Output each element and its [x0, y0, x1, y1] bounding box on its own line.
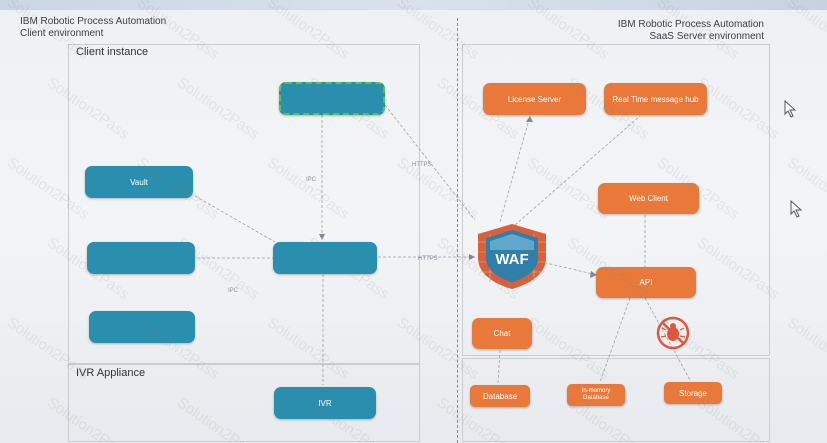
connector-waf-to-license — [499, 115, 531, 223]
edge-label-https-mid: HTTPS — [418, 256, 438, 262]
saas-data-frame — [462, 358, 770, 442]
waf-label: WAF — [495, 251, 528, 268]
ivr-appliance-frame — [68, 364, 420, 442]
arrow-into-license — [526, 116, 533, 122]
license-server-node[interactable]: License Server — [483, 83, 586, 115]
bottom-left-component-node[interactable] — [89, 311, 195, 343]
mouse-cursor-icon — [784, 100, 797, 118]
connector-api-to-storage — [644, 297, 691, 381]
selected-component-node[interactable] — [279, 82, 385, 115]
inmemory-database-node[interactable]: In-memory Database — [567, 384, 625, 406]
no-bug-icon — [656, 316, 690, 350]
saas-env-header: IBM Robotic Process Automation SaaS Serv… — [580, 19, 764, 43]
ivr-appliance-label: IVR Appliance — [76, 367, 146, 379]
saas-env-subtitle: SaaS Server environment — [649, 31, 764, 42]
mouse-cursor-icon-secondary — [790, 200, 803, 218]
license-server-label: License Server — [507, 94, 562, 104]
arrow-into-center-top — [319, 234, 325, 240]
chat-node[interactable]: Chat — [472, 318, 532, 349]
database-node[interactable]: Database — [470, 385, 530, 407]
ivr-node[interactable]: IVR — [274, 387, 376, 419]
realtime-hub-node[interactable]: Real Time message hub — [604, 83, 707, 115]
connector-chat-to-db — [497, 349, 501, 384]
edge-label-https-top: HTTPS — [412, 162, 432, 168]
api-label: API — [639, 278, 653, 287]
client-env-subtitle: Client environment — [20, 28, 104, 39]
left-component-node[interactable] — [87, 242, 195, 274]
arrow-into-waf — [469, 254, 475, 260]
edge-label-ipc-left: IPC — [228, 288, 239, 294]
waf-shield-icon[interactable]: WAF — [476, 222, 548, 290]
client-env-title: IBM Robotic Process Automation — [20, 16, 167, 27]
saas-frame — [462, 44, 770, 356]
center-component-node[interactable] — [273, 242, 377, 274]
web-client-node[interactable]: Web Client — [598, 183, 699, 214]
inmemory-label-line2: Database — [583, 395, 609, 401]
database-label: Database — [482, 391, 518, 401]
web-client-label: Web Client — [629, 194, 668, 203]
connector-top-to-waf — [384, 104, 476, 221]
inmemory-label-line1: In-memory — [581, 388, 611, 394]
client-env-header: IBM Robotic Process Automation Client en… — [20, 16, 166, 40]
storage-label: Storage — [678, 388, 708, 398]
arrow-into-api — [590, 271, 597, 278]
vault-node[interactable]: Vault — [85, 166, 193, 198]
client-instance-label: Client instance — [76, 46, 149, 58]
ivr-label: IVR — [318, 398, 332, 408]
realtime-hub-label: Real Time message hub — [612, 94, 699, 104]
saas-env-title: IBM Robotic Process Automation — [617, 19, 764, 30]
connector-waf-to-hub — [514, 115, 641, 226]
connector-vault-to-center — [194, 195, 276, 243]
client-instance-frame — [68, 44, 420, 364]
storage-node[interactable]: Storage — [664, 382, 722, 404]
api-node[interactable]: API — [596, 267, 696, 298]
chat-label: Chat — [493, 329, 511, 338]
environment-divider — [457, 18, 458, 443]
edge-label-ipc-top: IPC — [306, 177, 317, 183]
vault-label: Vault — [130, 177, 148, 187]
window-top-strip — [0, 0, 827, 10]
connector-api-to-inmemory — [599, 297, 631, 383]
